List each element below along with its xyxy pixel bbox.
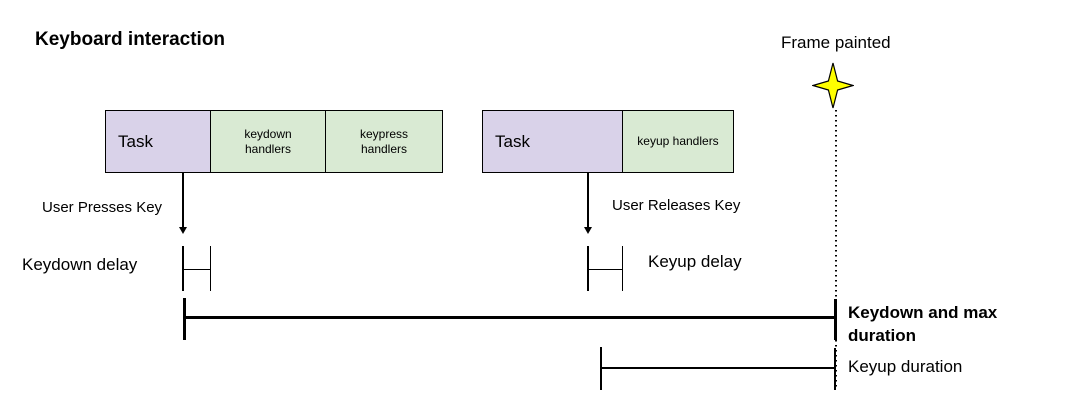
keydown-max-duration-label: Keydown and max duration [848, 303, 998, 345]
keyup-event-arrowhead-icon [584, 227, 592, 234]
keyup-duration-label: Keyup duration [848, 357, 963, 376]
keyup-handlers-box: keyup handlers [622, 110, 734, 173]
page-title: Keyboard interaction [35, 29, 226, 50]
frame-painted-star-icon [812, 62, 854, 109]
keydown-handlers-box: keydown handlers [210, 110, 326, 173]
keydown-handlers-label: keydown handlers [244, 126, 292, 156]
keyup-event-arrow-line [587, 173, 589, 228]
user-presses-key-label: User Presses Key [42, 199, 163, 216]
keydown-delay-bracket [182, 246, 211, 291]
keydown-max-duration-start-tick [183, 298, 186, 340]
keyup-duration-end-tick [834, 348, 836, 390]
keyup-task-label: Task [495, 131, 530, 151]
keyup-duration-start-tick [600, 347, 602, 390]
keyup-delay-bracket [587, 246, 623, 291]
keydown-event-arrow-line [182, 173, 184, 228]
keydown-max-duration-end-tick [834, 299, 837, 340]
user-releases-key-label: User Releases Key [612, 197, 741, 214]
bracket-span-line [587, 268, 623, 270]
bracket-tick [209, 246, 211, 291]
keydown-event-arrowhead-icon [179, 227, 187, 234]
frame-painted-label: Frame painted [781, 33, 891, 52]
keydown-task-box: Task [105, 110, 211, 173]
keydown-task-label: Task [118, 131, 153, 151]
bracket-tick [621, 246, 623, 291]
keyup-handlers-label: keyup handlers [637, 134, 719, 148]
keyup-task-box: Task [482, 110, 623, 173]
keydown-max-duration-line [184, 316, 837, 319]
keypress-handlers-box: keypress handlers [325, 110, 443, 173]
keydown-delay-label: Keydown delay [22, 255, 138, 274]
bracket-span-line [182, 268, 211, 270]
frame-painted-timeline-dotted-line [835, 110, 837, 390]
keyup-delay-label: Keyup delay [648, 252, 742, 271]
keypress-handlers-label: keypress handlers [359, 126, 409, 156]
keyup-duration-line [601, 367, 836, 369]
